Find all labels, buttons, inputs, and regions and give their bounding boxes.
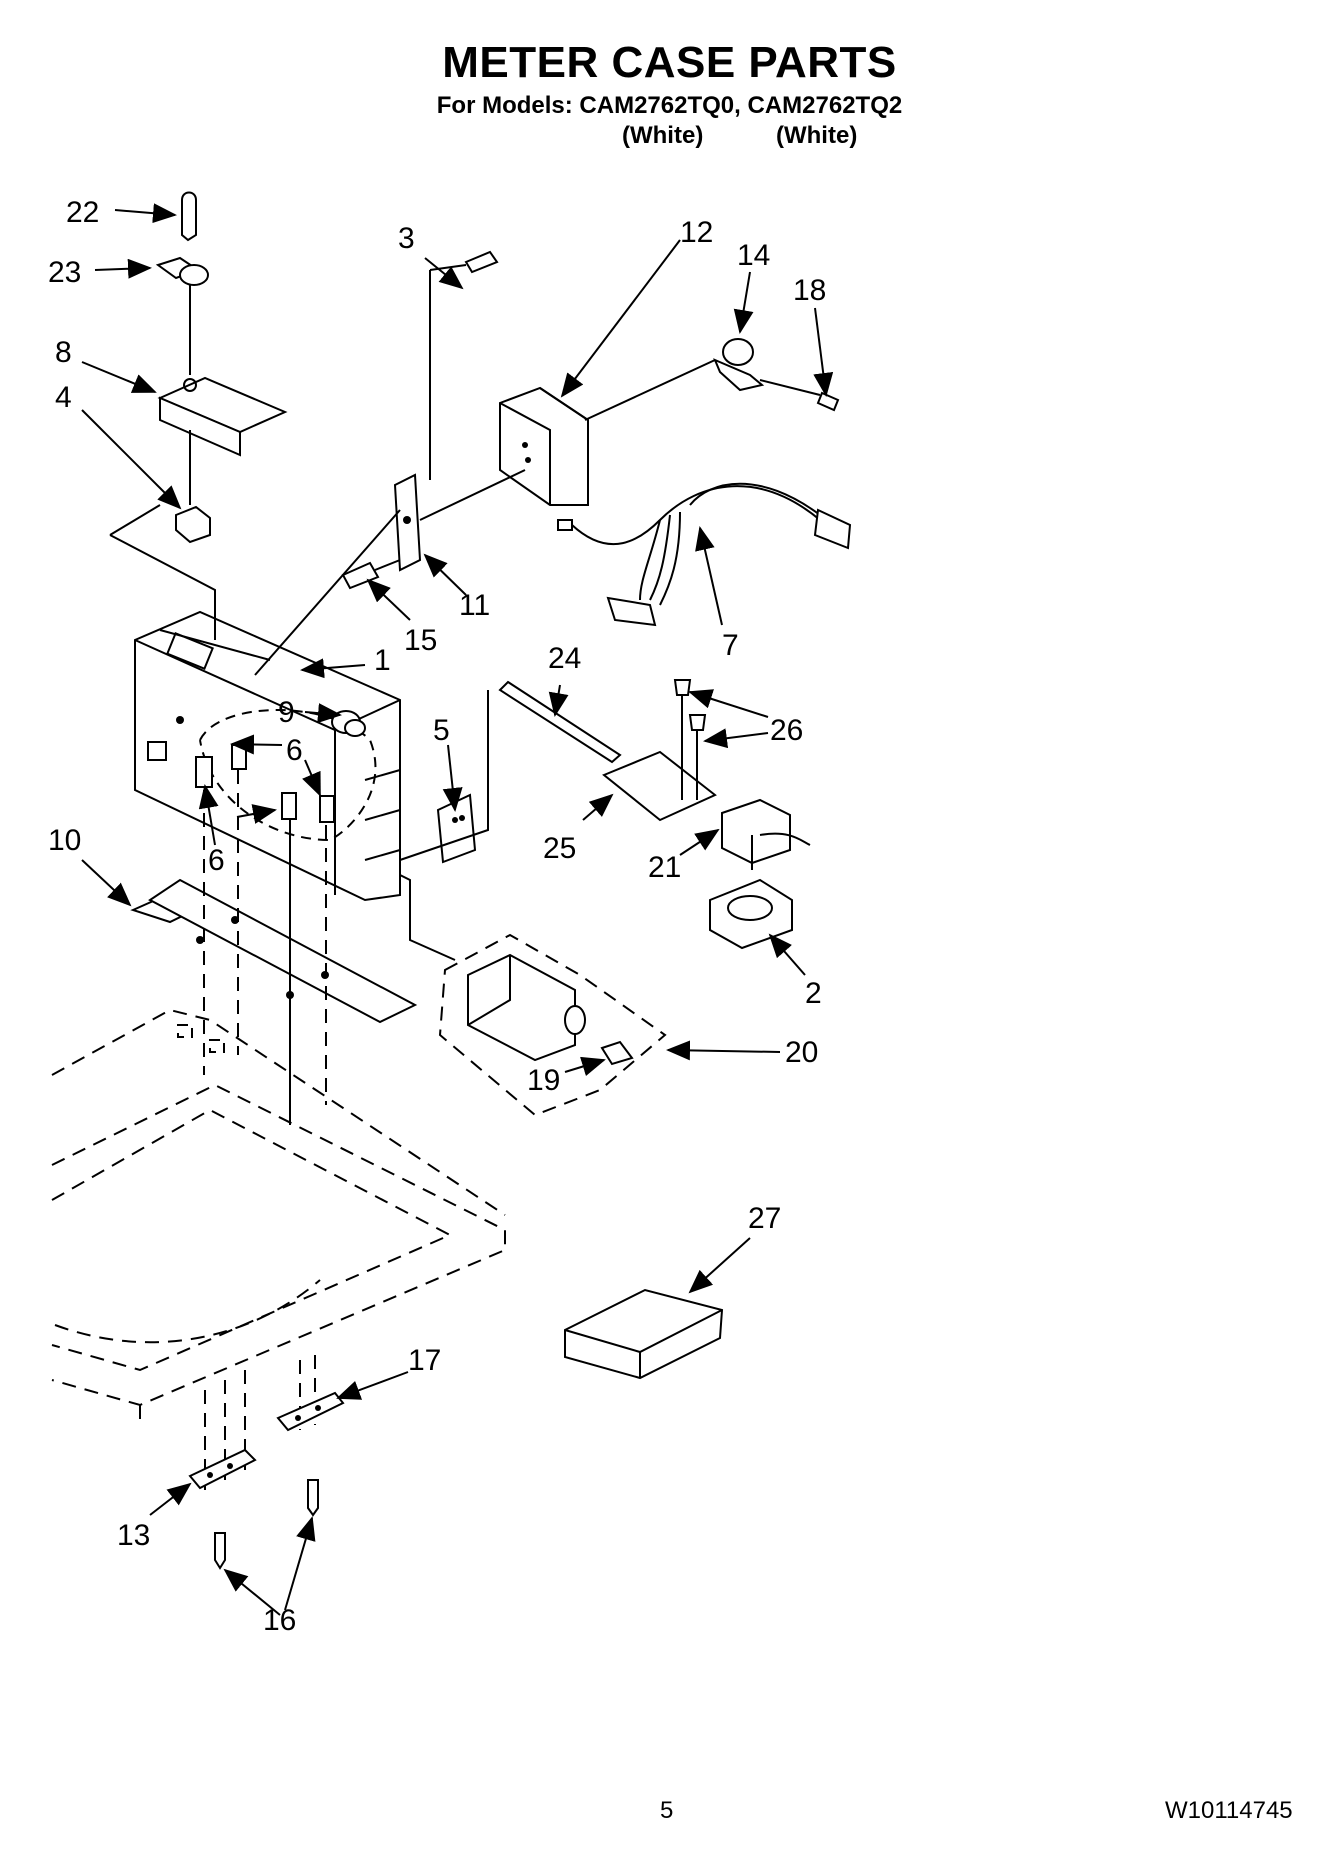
part-13-bracket xyxy=(188,1448,257,1490)
meter-case-part-1 xyxy=(134,610,401,902)
callout-11: 11 xyxy=(459,589,490,622)
callout-27: 27 xyxy=(748,1202,781,1235)
document-number: W10114745 xyxy=(1165,1797,1293,1824)
callout-24: 24 xyxy=(548,642,581,675)
callout-9: 9 xyxy=(278,696,295,729)
part-10-gasket xyxy=(130,878,418,1024)
callout-2: 2 xyxy=(805,977,822,1010)
leader-arrows xyxy=(81,203,834,1616)
callout-5: 5 xyxy=(433,714,450,747)
callout-labels: 22 23 3 8 4 12 14 18 11 15 7 1 24 9 6 5 … xyxy=(48,196,826,1637)
callout-7: 7 xyxy=(722,629,739,662)
callout-23: 23 xyxy=(48,256,81,289)
page-number: 5 xyxy=(660,1797,674,1824)
part-12-control-box xyxy=(419,359,716,521)
bracket-part-11 xyxy=(254,250,499,676)
callout-15: 15 xyxy=(404,624,437,657)
part-16-screws xyxy=(214,1479,319,1570)
callout-25: 25 xyxy=(543,832,576,865)
callout-12: 12 xyxy=(680,216,713,249)
callout-6b: 6 xyxy=(286,734,303,767)
lock-assembly xyxy=(109,191,288,640)
part-24-strip xyxy=(498,680,622,764)
callout-3: 3 xyxy=(398,222,415,255)
part-25-plate xyxy=(602,679,717,822)
callout-19: 19 xyxy=(527,1064,560,1097)
washer-top-outline xyxy=(51,1008,506,1420)
callout-20: 20 xyxy=(785,1036,818,1069)
callout-8: 8 xyxy=(55,336,72,369)
page-title: METER CASE PARTS xyxy=(442,38,897,87)
part-17-bracket xyxy=(276,1391,345,1432)
part-21-switch xyxy=(721,798,811,870)
models-line: For Models: CAM2762TQ0, CAM2762TQ2 xyxy=(436,92,903,119)
part-27-manual xyxy=(564,1288,724,1380)
callout-22: 22 xyxy=(66,196,99,229)
part-14-knob xyxy=(713,338,840,412)
part-20-solenoid-assembly xyxy=(438,933,667,1117)
callout-6a: 6 xyxy=(208,844,225,877)
callout-13: 13 xyxy=(117,1519,150,1552)
callout-1: 1 xyxy=(374,644,391,677)
part-6-bolts xyxy=(195,744,335,823)
callout-21: 21 xyxy=(648,851,681,884)
callout-18: 18 xyxy=(793,274,826,307)
callout-26: 26 xyxy=(770,714,803,747)
callout-4: 4 xyxy=(55,381,72,414)
callout-10: 10 xyxy=(48,824,81,857)
part-7-wire-harness xyxy=(557,482,852,627)
callout-17: 17 xyxy=(408,1344,441,1377)
part-9-knob xyxy=(331,710,366,737)
callout-14: 14 xyxy=(737,239,770,272)
model-color-2: (White) xyxy=(776,122,858,149)
callout-16: 16 xyxy=(263,1604,296,1637)
model-color-1: (White) xyxy=(622,122,704,149)
part-2-cup xyxy=(709,878,793,950)
alignment-lines xyxy=(203,770,327,1490)
